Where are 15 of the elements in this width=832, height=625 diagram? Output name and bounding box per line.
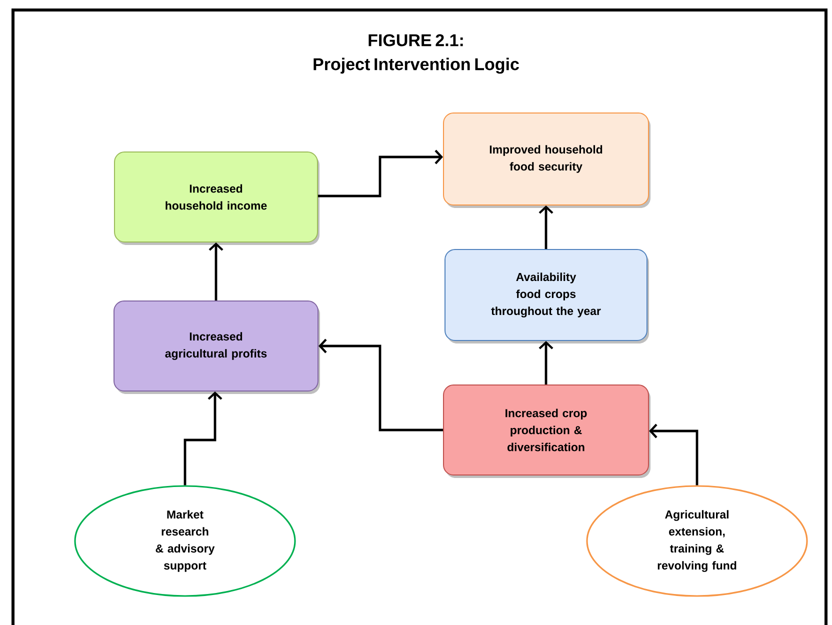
process-box: Improved household food security [443,112,650,208]
ellipse-node: Agricultural extension, training & revolving fund [586,485,808,597]
process-box: Availability food crops throughout the year [444,249,649,344]
title: FIGURE 2.1: Project Intervention Logic [314,34,519,74]
process-box: Increased agricultural profits [114,300,320,394]
process-box: Increased household income [114,152,320,245]
arrow [318,338,443,432]
process-box: Increased crop production & diversification [443,384,650,478]
arrow [538,206,554,249]
arrow [649,424,698,486]
ellipse-node: Market research & advisory support [74,485,296,597]
arrow [184,392,222,486]
arrow [538,341,554,384]
arrow [208,242,224,300]
arrow [318,150,443,198]
